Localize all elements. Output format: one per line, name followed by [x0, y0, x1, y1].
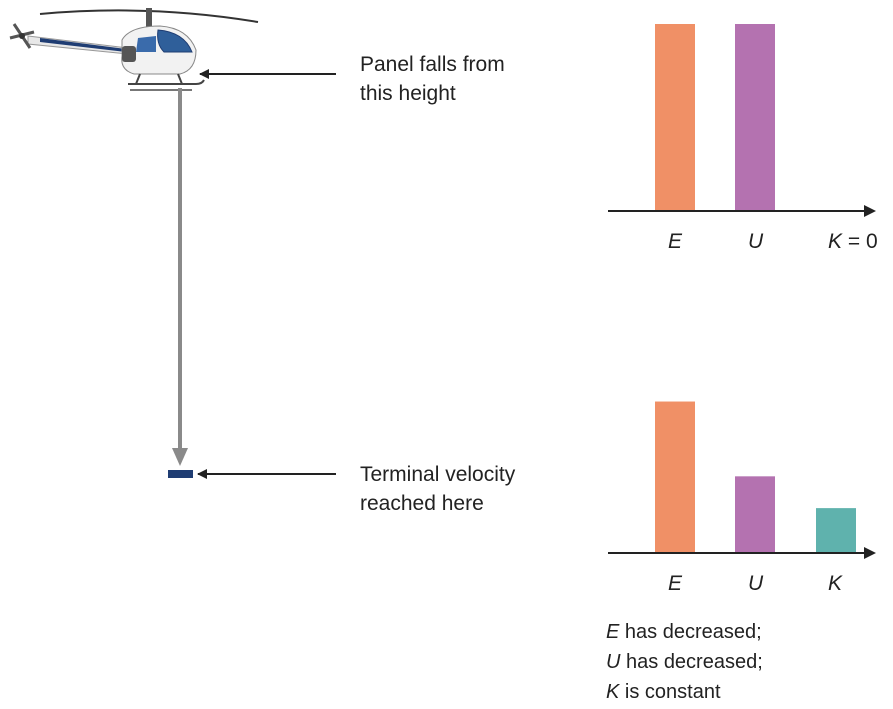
- terminal-annotation-line2: reached here: [360, 492, 484, 515]
- x-axis-arrowhead-chart1: [864, 205, 876, 217]
- category-label-k-chart1: K = 0: [828, 230, 878, 253]
- bar-u-chart1: [735, 24, 775, 211]
- summary-line-e: E has decreased;: [606, 621, 762, 643]
- panel-icon: [168, 470, 193, 478]
- summary-line-u: U has decreased;: [606, 651, 763, 673]
- bar-e-chart1: [655, 24, 695, 211]
- x-axis-arrowhead-chart2: [864, 547, 876, 559]
- bar-u-chart2: [735, 476, 775, 553]
- terminal-annotation: Terminal velocity reached here: [360, 460, 515, 518]
- category-label-e-chart1: E: [668, 230, 683, 253]
- category-label-e-chart2: E: [668, 572, 683, 595]
- height-annotation: Panel falls from this height: [360, 50, 505, 108]
- height-annotation-line1: Panel falls from: [360, 53, 505, 76]
- fall-path-arrow: [172, 88, 188, 466]
- bar-e-chart2: [655, 401, 695, 553]
- helicopter-icon: [9, 8, 259, 91]
- category-label-k-chart2: K: [828, 572, 843, 595]
- terminal-annotation-line1: Terminal velocity: [360, 463, 516, 486]
- energy-bar-charts: [608, 24, 876, 559]
- bar-k-chart2: [816, 508, 856, 553]
- category-label-u-chart1: U: [748, 230, 764, 253]
- height-annotation-line2: this height: [360, 82, 456, 105]
- summary-line-k: K is constant: [606, 681, 721, 703]
- category-label-u-chart2: U: [748, 572, 764, 595]
